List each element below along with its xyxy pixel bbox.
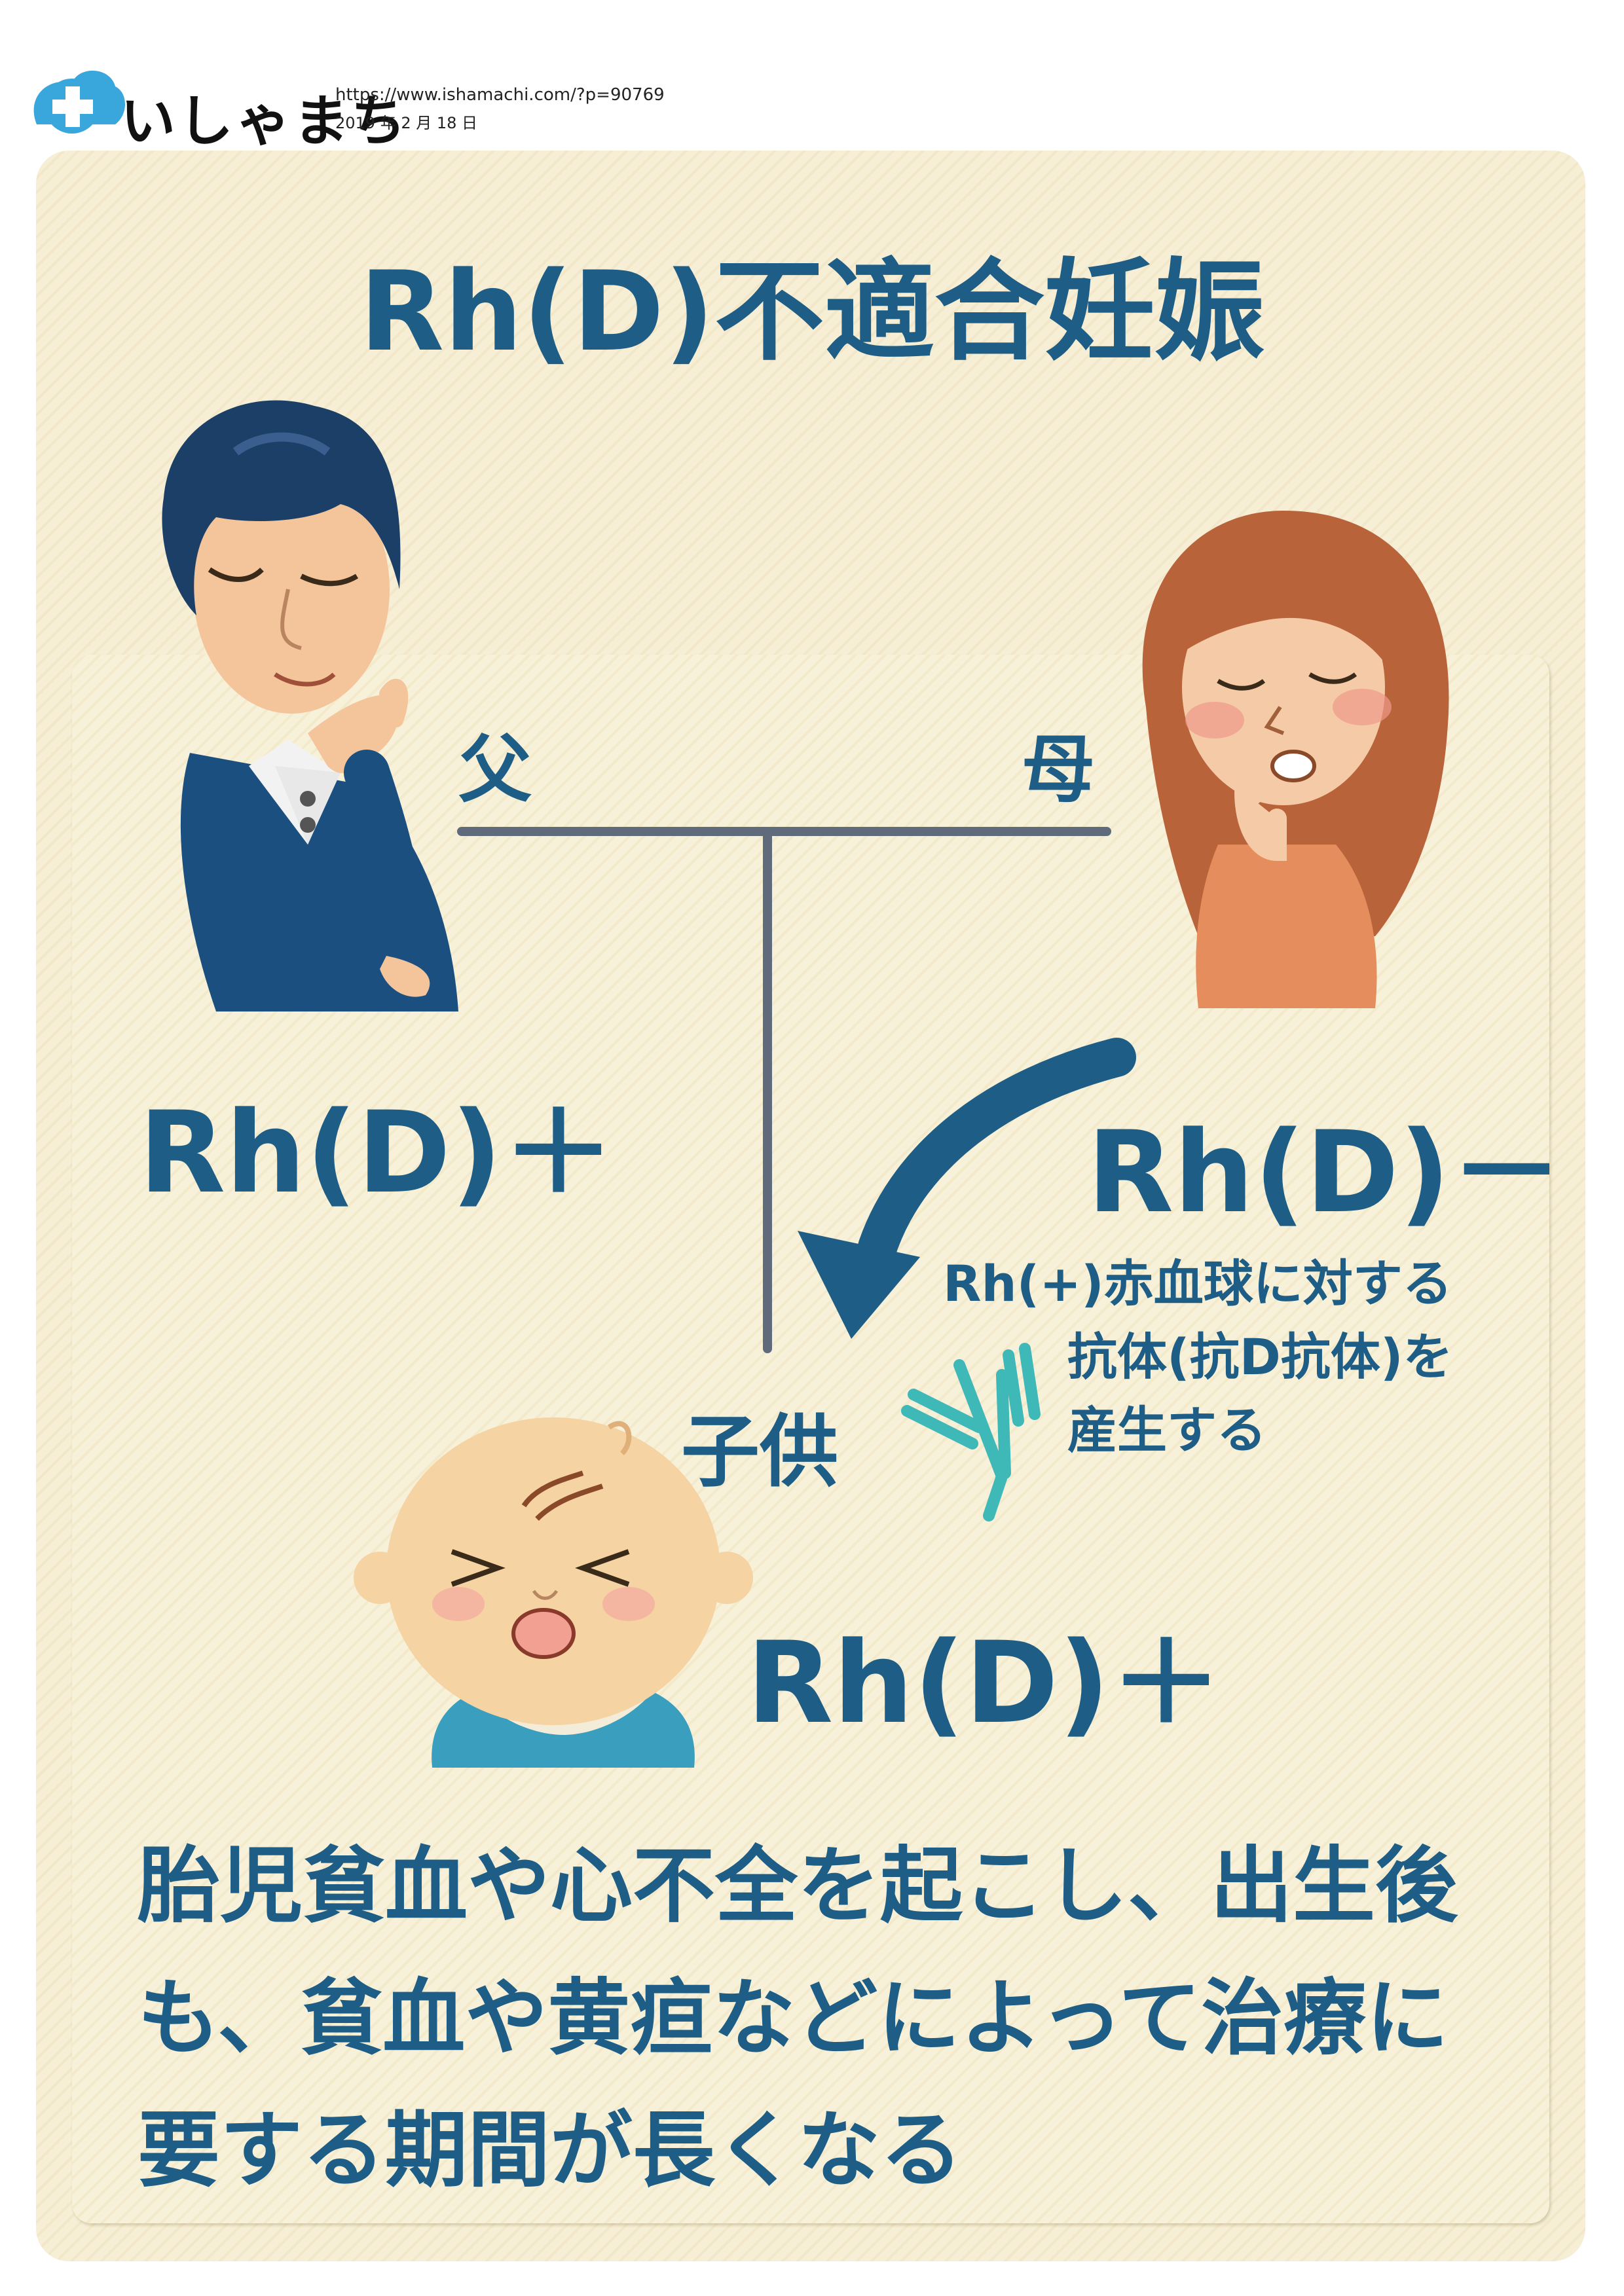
child-label: 子供 [681, 1407, 838, 1498]
father-blood-type: Rh(D)＋ [139, 1087, 615, 1218]
baby-illustration [354, 1417, 753, 1768]
header-url[interactable]: https://www.ishamachi.com/?p=90769 [335, 85, 665, 105]
antibody-line: 抗体(抗D抗体)を [1067, 1328, 1453, 1386]
diagram-title: Rh(D)不適合妊娠 [360, 247, 1264, 376]
conclusion-line: 胎児貧血や心不全を起こし、出生後 [138, 1838, 1458, 1934]
family-tree-lines [457, 827, 1111, 1353]
antibody-icon [901, 1343, 1041, 1522]
mother-label: 母 [1022, 727, 1095, 812]
antibody-description: Rh(+)赤血球に対する 抗体(抗D抗体)を 産生する [943, 1247, 1453, 1467]
antibody-line: 産生する [1067, 1401, 1266, 1459]
child-blood-type: Rh(D)＋ [747, 1617, 1223, 1749]
mother-illustration [1142, 511, 1449, 1008]
header-date: 2019 年 2 月 18 日 [335, 114, 478, 132]
conclusion-line: も、貧血や黄疸などによって治療に [138, 1970, 1449, 2066]
father-illustration [162, 400, 458, 1011]
conclusion-text: 胎児貧血や心不全を起こし、出生後 も、貧血や黄疸などによって治療に 要する期間が… [138, 1820, 1458, 2217]
curved-arrow-icon [798, 1038, 1136, 1339]
antibody-line: Rh(+)赤血球に対する [943, 1254, 1452, 1313]
logo-cross-icon [33, 70, 125, 134]
mother-blood-type: Rh(D)－ [1087, 1106, 1563, 1238]
father-label: 父 [458, 727, 532, 812]
logo-text: いしゃまち [120, 89, 409, 153]
conclusion-line: 要する期間が長くなる [138, 2102, 963, 2198]
